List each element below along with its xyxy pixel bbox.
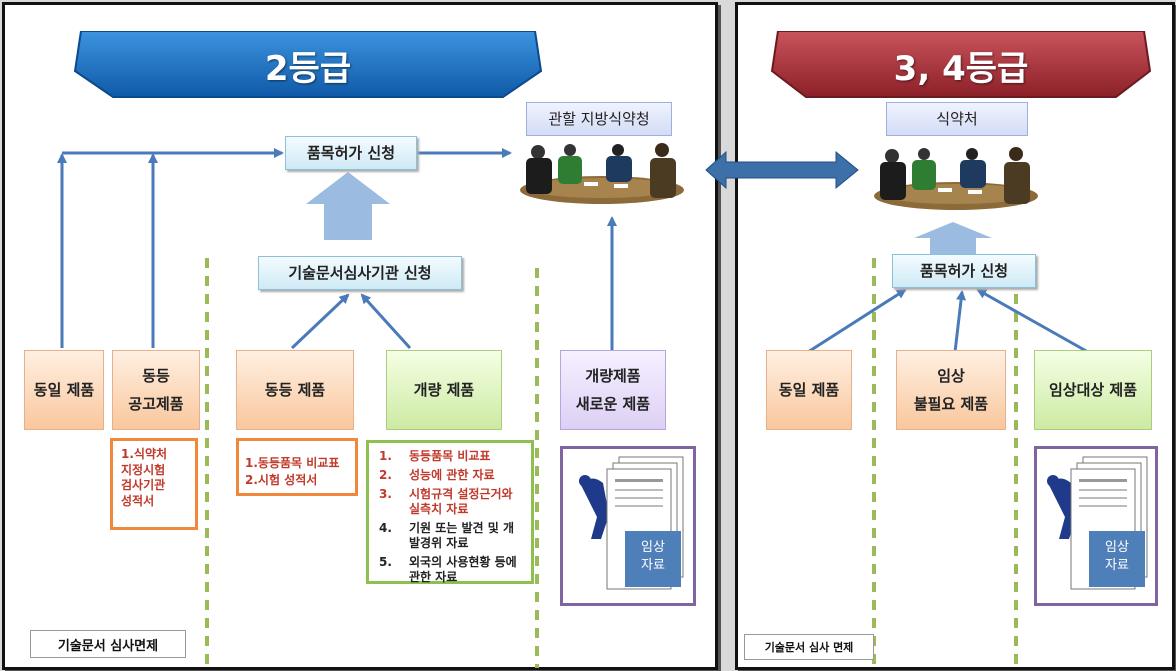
banner-shape xyxy=(770,31,1152,98)
arrow-r-same xyxy=(807,288,907,354)
arrow-r-unneeded xyxy=(953,290,967,353)
tech-doc-exempt-label: 기술문서 심사면제 xyxy=(30,630,186,658)
improved-doc-item: 4.기원 또는 발견 및 개발경위 자료 xyxy=(379,521,515,550)
arrow-r-target xyxy=(976,288,1089,354)
tech-review-apply-box: 기술문서심사기관 신청 xyxy=(258,256,462,290)
tech-doc-exempt-label-right: 기술문서 심사 면제 xyxy=(744,634,874,660)
improved-doc-item: 2.성능에 관한 자료 xyxy=(379,468,495,482)
mfds-box: 식약처 xyxy=(886,102,1028,136)
apply-license-box-right: 품목허가 신청 xyxy=(892,254,1036,288)
small-up-arrow xyxy=(914,222,992,256)
arrow-improved xyxy=(360,293,412,350)
grade2-banner: 2등급 xyxy=(73,31,543,99)
apply-license-box: 품목허가 신청 xyxy=(285,136,417,170)
improved-doc-item: 3.시험규격 설정근거와 실측치 자료 xyxy=(379,487,513,516)
clinical-target-product-box: 임상대상 제품 xyxy=(1034,350,1152,430)
document-stack-image xyxy=(579,456,684,590)
banner-shape xyxy=(73,31,543,98)
same-product-box-right: 동일 제품 xyxy=(766,350,852,430)
same-product-box: 동일 제품 xyxy=(24,350,104,430)
meeting-image xyxy=(874,147,1038,210)
grade34-title: 3, 4등급 xyxy=(893,48,1029,89)
double-arrow xyxy=(705,150,859,190)
big-up-arrow xyxy=(306,172,390,240)
equivalent-product-box: 동등 제품 xyxy=(236,350,354,430)
improved-product-box: 개량 제품 xyxy=(386,350,502,430)
improved-docs-note: 1.동등품목 비교표 2.성능에 관한 자료 3.시험규격 설정근거와 실측치 자료… xyxy=(366,440,534,584)
document-stack-image xyxy=(1047,456,1148,590)
improved-doc-item: 1.동등품목 비교표 xyxy=(379,449,491,463)
arrow-equivalent xyxy=(290,293,350,350)
grade34-banner: 3, 4등급 xyxy=(770,31,1152,99)
meeting-image xyxy=(520,143,684,204)
improved-doc-item: 5.외국의 사용현황 등에 관한 자료 xyxy=(379,555,517,584)
regional-office-box: 관할 지방식약청 xyxy=(526,102,672,136)
grade2-title: 2등급 xyxy=(264,48,352,89)
